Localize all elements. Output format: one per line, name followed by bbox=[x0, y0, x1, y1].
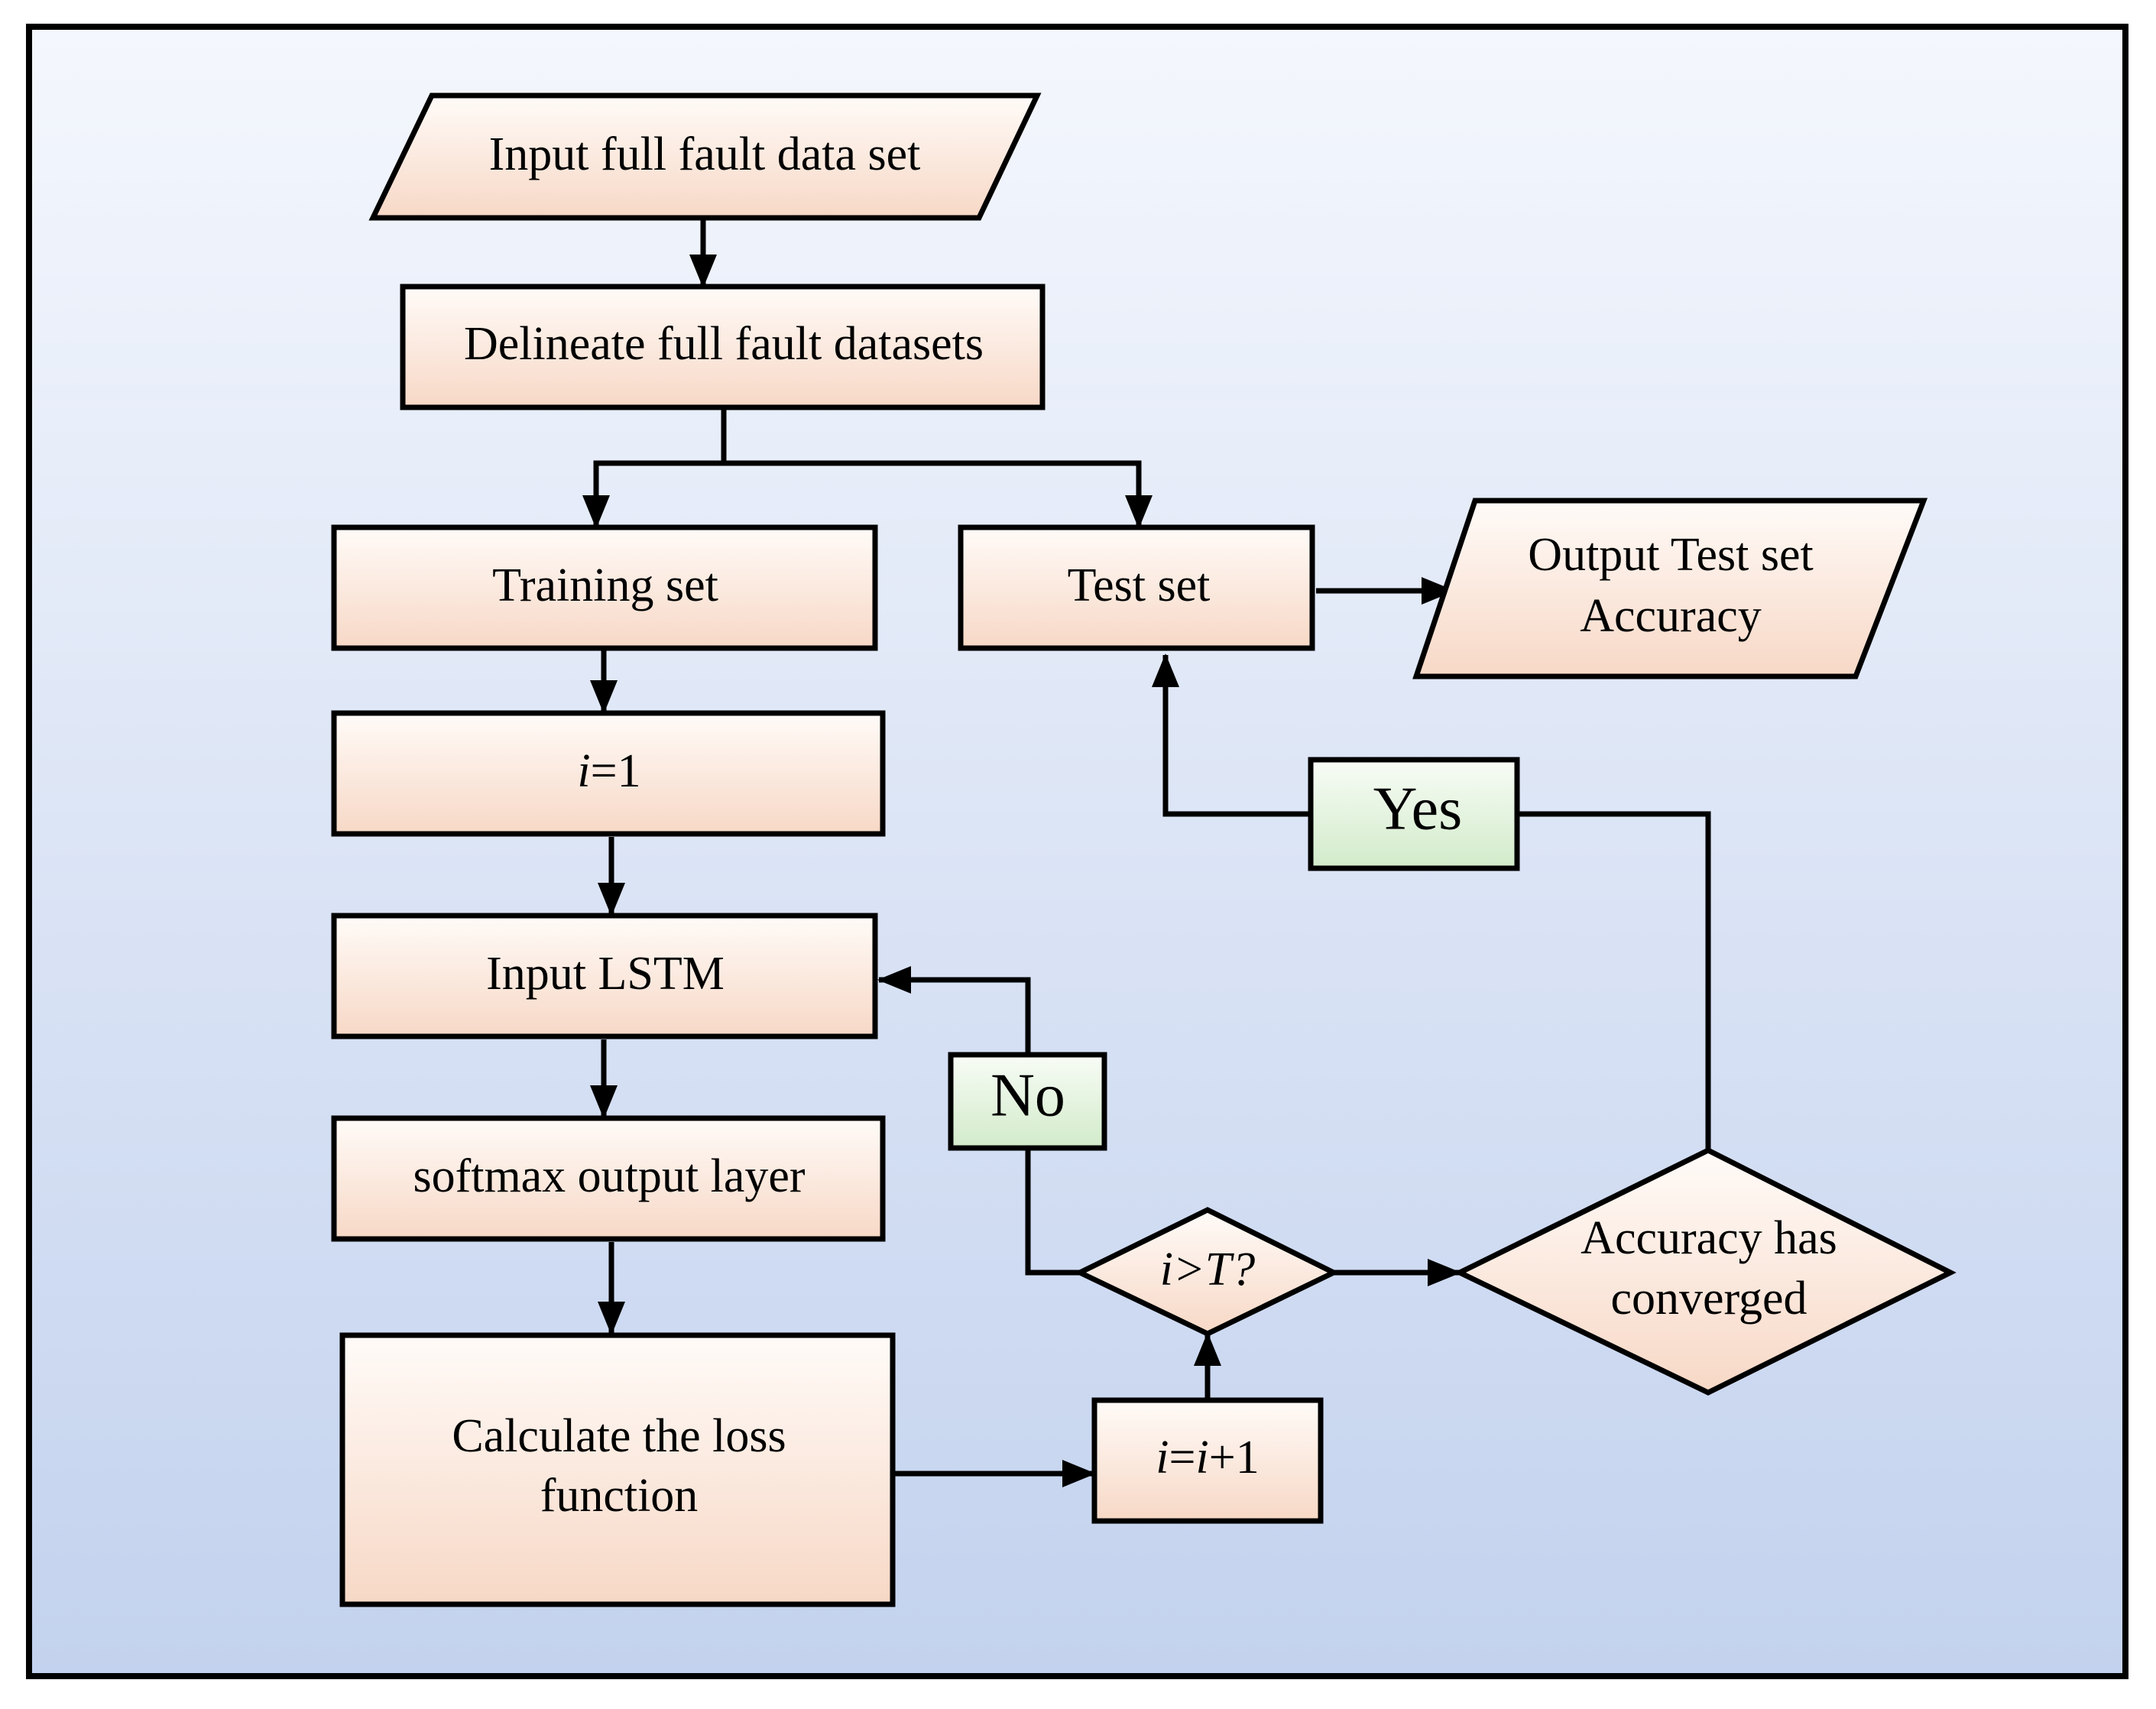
no-label-node: No bbox=[948, 1052, 1107, 1151]
check-iter-label: i>T? bbox=[1160, 1244, 1256, 1296]
connectors bbox=[582, 218, 1711, 1487]
loss-box bbox=[339, 1332, 896, 1607]
softmax-box bbox=[331, 1115, 886, 1242]
test-set-node: Test set bbox=[958, 524, 1315, 651]
loss-line-2: function bbox=[540, 1470, 699, 1522]
increment-box bbox=[1091, 1397, 1324, 1524]
input-data-shape bbox=[368, 92, 1042, 221]
arrow-to-test-set bbox=[724, 460, 1153, 529]
yes-label-box bbox=[1308, 757, 1520, 871]
converged-line-1: Accuracy has bbox=[1581, 1212, 1837, 1264]
arrow-no-to-lstm bbox=[877, 966, 1031, 1055]
softmax-node: softmax output layer bbox=[331, 1115, 886, 1242]
output-accuracy-line-2: Accuracy bbox=[1580, 590, 1762, 642]
training-set-node: Training set bbox=[331, 524, 878, 651]
output-accuracy-shape bbox=[1412, 498, 1928, 679]
line-no-loop-lower bbox=[1025, 1148, 1080, 1276]
input-lstm-box bbox=[331, 913, 878, 1039]
training-set-label: Training set bbox=[492, 559, 718, 611]
init-i-box bbox=[331, 710, 886, 837]
loss-node: Calculate the loss function bbox=[339, 1332, 896, 1607]
delineate-label: Delineate full fault datasets bbox=[464, 318, 984, 370]
output-accuracy-line-1: Output Test set bbox=[1528, 529, 1813, 581]
delineate-box bbox=[400, 284, 1046, 410]
check-iter-node: i>T? bbox=[1073, 1207, 1340, 1337]
line-converged-to-yes bbox=[1519, 811, 1711, 1150]
test-set-box bbox=[958, 524, 1315, 651]
loss-line-1: Calculate the loss bbox=[452, 1410, 786, 1462]
init-i-node: i=1 bbox=[331, 710, 886, 837]
arrow-yes-to-test bbox=[1152, 653, 1311, 817]
increment-label: i=i+1 bbox=[1156, 1432, 1259, 1484]
input-lstm-node: Input LSTM bbox=[331, 913, 878, 1039]
delineate-node: Delineate full fault datasets bbox=[400, 284, 1046, 410]
increment-node: i=i+1 bbox=[1091, 1397, 1324, 1524]
init-i-label: i=1 bbox=[577, 745, 640, 797]
training-set-box bbox=[331, 524, 878, 651]
converged-line-2: converged bbox=[1610, 1273, 1807, 1325]
converged-diamond bbox=[1454, 1147, 1957, 1396]
branch-line bbox=[582, 410, 727, 529]
input-data-label: Input full fault data set bbox=[489, 128, 921, 180]
output-accuracy-node: Output Test set Accuracy bbox=[1412, 498, 1928, 679]
input-data-node: Input full fault data set bbox=[368, 92, 1042, 221]
no-label: No bbox=[990, 1062, 1065, 1129]
input-lstm-label: Input LSTM bbox=[486, 948, 725, 1000]
yes-label-node: Yes bbox=[1308, 757, 1520, 871]
test-set-label: Test set bbox=[1068, 559, 1211, 611]
softmax-label: softmax output layer bbox=[413, 1150, 805, 1202]
yes-label: Yes bbox=[1373, 775, 1462, 842]
no-label-box bbox=[948, 1052, 1107, 1151]
check-iter-diamond bbox=[1073, 1207, 1340, 1337]
converged-node: Accuracy has converged bbox=[1454, 1147, 1957, 1396]
